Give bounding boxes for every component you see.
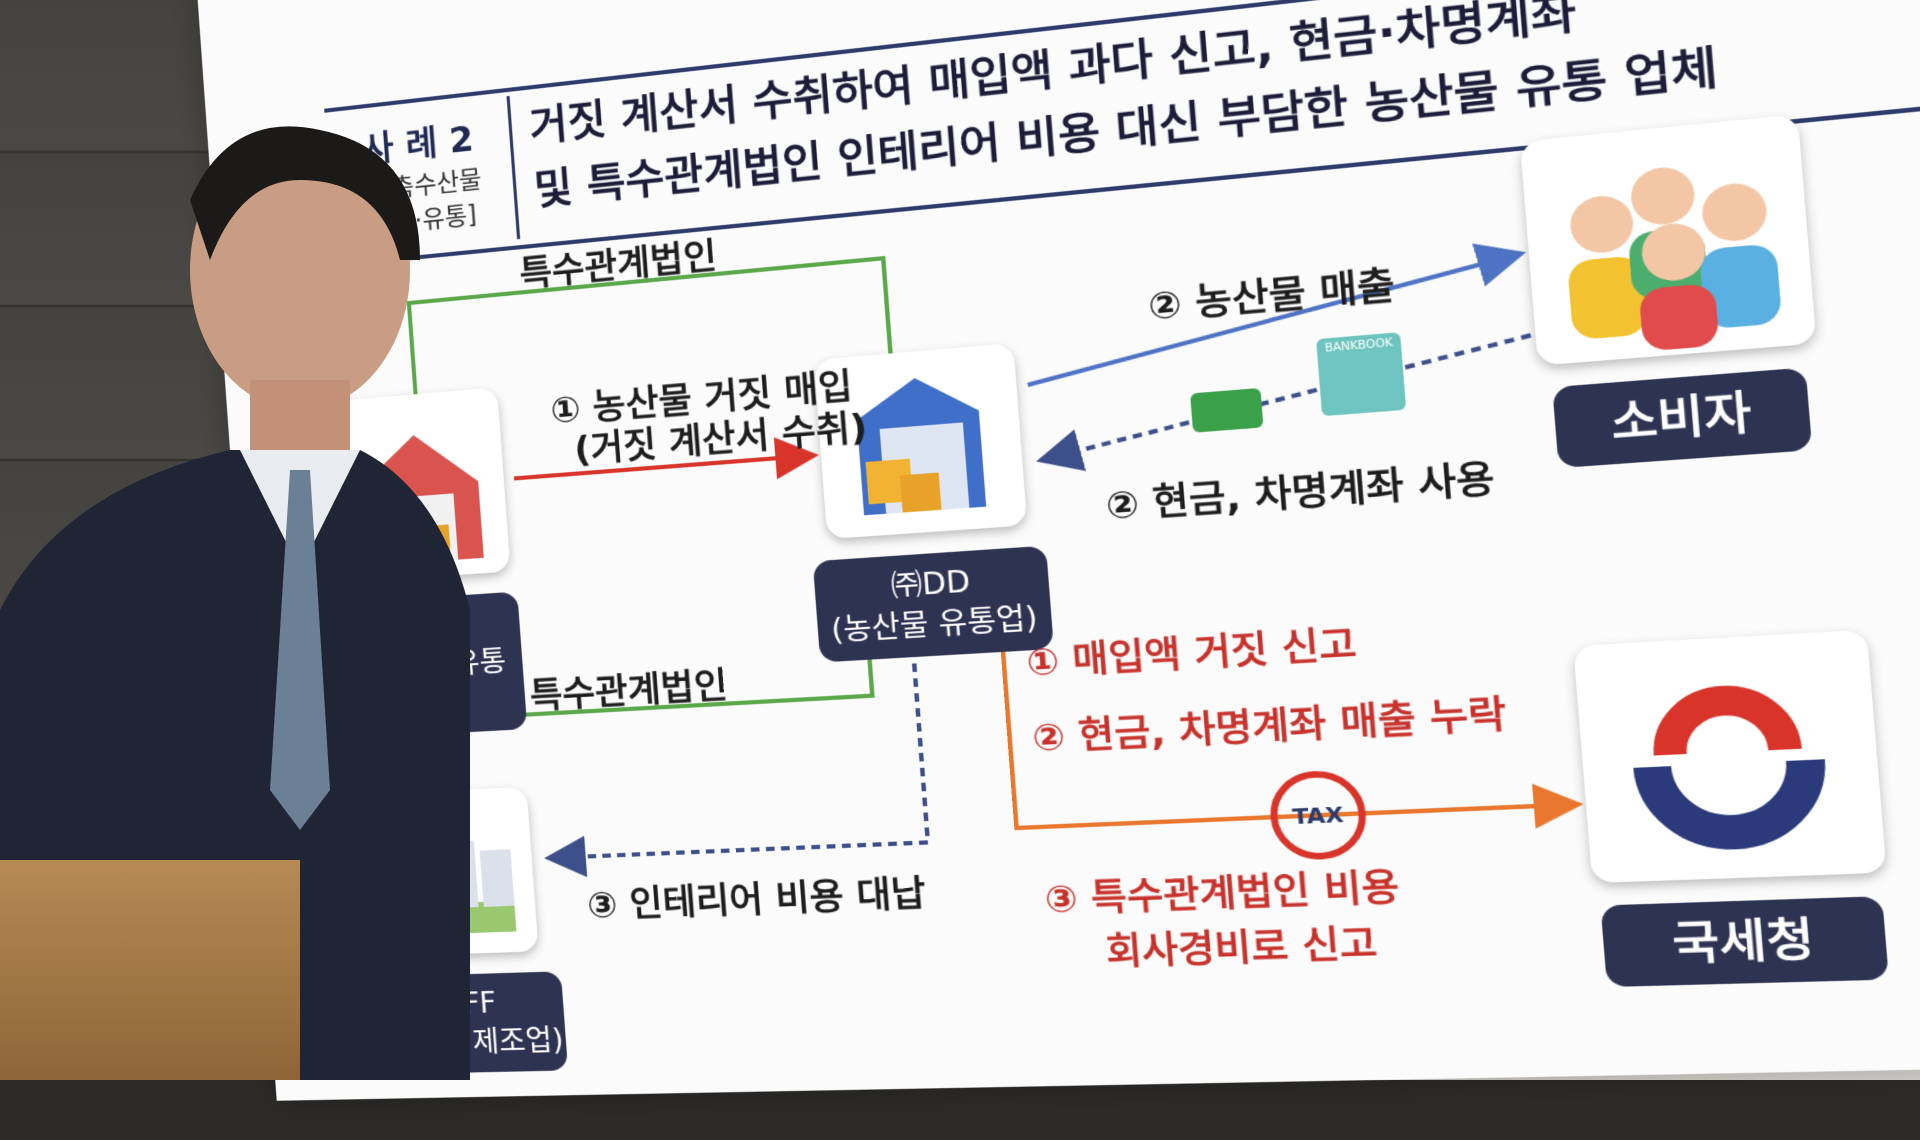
report-text-3b: 회사경비로 신고 (1104, 913, 1379, 975)
dd-label: ㈜DD (농산물 유통업) (813, 546, 1054, 663)
consumer-card (1520, 114, 1817, 366)
nts-label: 국세청 (1600, 896, 1889, 987)
cash-icon (1190, 388, 1263, 433)
related-bottom-text: 특수관계법인 (528, 656, 729, 718)
podium (0, 860, 300, 1080)
nts-card (1573, 630, 1887, 883)
bankbook-icon: BANKBOOK (1316, 332, 1406, 416)
government-emblem-icon (1573, 630, 1887, 883)
cash-arrow (1038, 331, 1555, 459)
people-icon (1520, 114, 1817, 366)
